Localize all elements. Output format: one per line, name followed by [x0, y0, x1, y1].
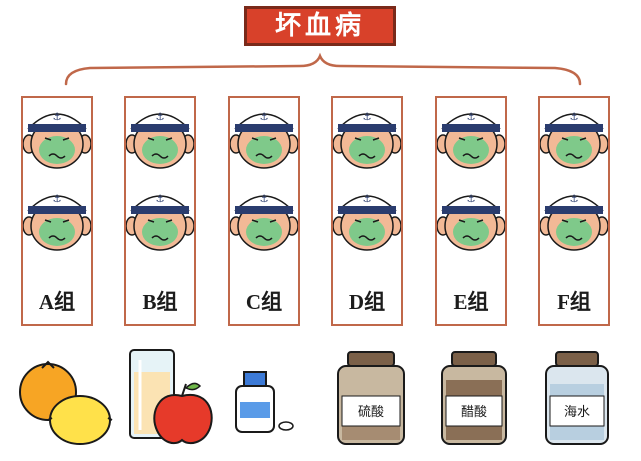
- sick-sailor-face-icon: ⚓: [229, 112, 299, 169]
- svg-text:⚓: ⚓: [53, 194, 62, 205]
- sick-sailor-face-icon: ⚓: [539, 112, 609, 169]
- svg-text:⚓: ⚓: [260, 194, 269, 205]
- svg-text:⚓: ⚓: [363, 194, 372, 205]
- sick-sailor-face-icon: ⚓: [22, 112, 92, 169]
- sulfuric-acid-jar-icon: 硫酸: [337, 351, 405, 445]
- group-box-1: [21, 96, 93, 326]
- sick-sailor-face-icon: ⚓: [332, 112, 402, 169]
- svg-text:⚓: ⚓: [570, 112, 579, 123]
- svg-text:⚓: ⚓: [363, 112, 372, 123]
- sick-sailor-face-icon: ⚓: [539, 194, 609, 251]
- group-box-3: [228, 96, 300, 326]
- svg-text:⚓: ⚓: [570, 194, 579, 205]
- acetic-acid-jar-icon: 醋酸: [441, 351, 507, 445]
- svg-text:⚓: ⚓: [260, 112, 269, 123]
- group-label: C组: [245, 290, 283, 314]
- title-banner: 坏血病: [244, 6, 396, 46]
- group-label: B组: [142, 290, 178, 314]
- group-label: F组: [557, 290, 591, 314]
- group-box-4: [331, 96, 403, 326]
- title-text: 坏血病: [274, 11, 365, 41]
- group-label: A组: [38, 290, 76, 314]
- seawater-jar-icon: 海水: [545, 351, 609, 445]
- sick-sailor-face-icon: ⚓: [332, 194, 402, 251]
- svg-text:⚓: ⚓: [467, 112, 476, 123]
- jar-label-1: 硫酸: [358, 405, 384, 420]
- sick-sailor-face-icon: ⚓: [436, 112, 506, 169]
- group-box-5: [435, 96, 507, 326]
- sick-sailor-face-icon: ⚓: [125, 112, 195, 169]
- jar-label-3: 海水: [564, 405, 590, 420]
- svg-text:⚓: ⚓: [53, 112, 62, 123]
- sailor-faces: ⚓ ⚓ ⚓ ⚓ ⚓ ⚓ ⚓ ⚓ ⚓ ⚓ ⚓ ⚓: [22, 112, 609, 251]
- group-label: D组: [348, 290, 386, 314]
- svg-text:⚓: ⚓: [156, 112, 165, 123]
- jar-label-2: 醋酸: [461, 404, 487, 420]
- group-brace: [64, 52, 582, 86]
- medicine-bottle-icon: [235, 371, 294, 433]
- sick-sailor-face-icon: ⚓: [229, 194, 299, 251]
- sick-sailor-face-icon: ⚓: [436, 194, 506, 251]
- citrus-fruits-icon: [19, 360, 113, 445]
- group-label: E组: [453, 290, 489, 314]
- svg-text:⚓: ⚓: [467, 194, 476, 205]
- sick-sailor-face-icon: ⚓: [125, 194, 195, 251]
- group-box-2: [124, 96, 196, 326]
- svg-text:⚓: ⚓: [156, 194, 165, 205]
- sick-sailor-face-icon: ⚓: [22, 194, 92, 251]
- group-box-6: [538, 96, 610, 326]
- apple-icon: [153, 382, 213, 445]
